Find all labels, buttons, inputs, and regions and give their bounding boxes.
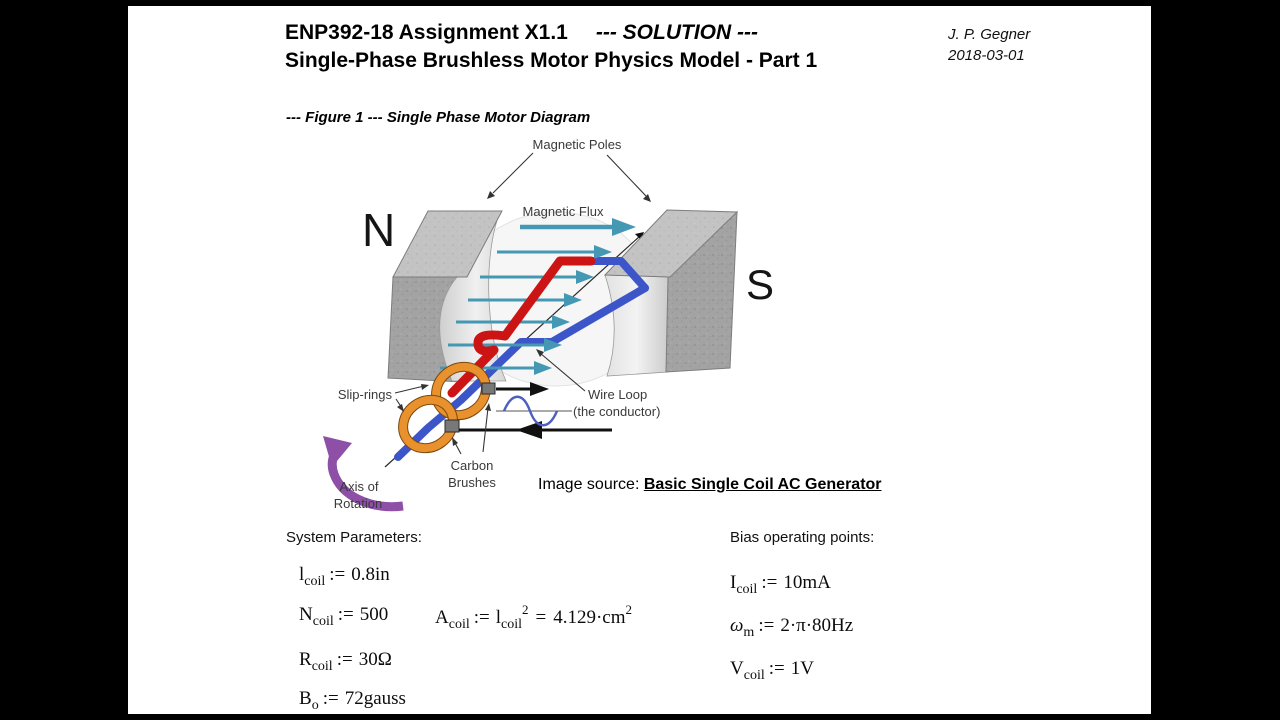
image-source-prefix: Image source: [538,476,644,493]
assignment-title: ENP392-18 Assignment X1.1 [285,21,568,44]
author-name: J. P. Gegner [948,26,1031,43]
magnetic-poles-label: Magnetic Poles [533,137,622,152]
current-arrow-bottom [459,421,612,439]
title-block: ENP392-18 Assignment X1.1 --- SOLUTION --… [285,19,817,75]
assignment-subtitle: Single-Phase Brushless Motor Physics Mod… [285,49,818,72]
rotation-arrow [323,436,404,512]
bias-icoil: Icoil:=10mA [730,572,831,597]
axis-of-rotation-label-line2: Rotation [334,496,382,511]
bias-omega: ωm:=2·π·80Hz [730,615,854,640]
solution-tag: --- SOLUTION --- [595,21,758,44]
wire-loop-label-line1: Wire Loop [588,387,647,402]
figure-caption: --- Figure 1 --- Single Phase Motor Diag… [286,109,591,126]
slip-rings-label: Slip-rings [338,387,393,402]
label-leader-arrows [394,152,651,455]
document-page: ENP392-18 Assignment X1.1 --- SOLUTION --… [128,6,1151,714]
param-acoil: Acoil:=lcoil2=4.129·cm2 [435,602,633,632]
wire-loop-label-line2: (the conductor) [573,404,660,419]
magnetic-flux-label: Magnetic Flux [523,204,604,219]
slip-ring-bottom [398,394,458,454]
system-parameters-heading: System Parameters: [286,529,422,546]
north-pole-label: N [362,204,395,256]
axis-of-rotation-label-line1: Axis of [339,479,378,494]
bias-points-heading: Bias operating points: [730,529,875,546]
carbon-brush-bottom [444,419,460,433]
motor-diagram: N S [323,137,774,512]
wire-loop-blue [394,257,649,461]
carbon-brushes-label-line2: Brushes [448,475,496,490]
author-block: J. P. Gegner 2018-03-01 [948,24,1030,66]
carbon-brush-top [481,382,496,395]
param-lcoil: lcoil:=0.8in [299,564,390,589]
magnetic-flux-arrows [440,218,636,375]
carbon-brushes-label-line1: Carbon [451,458,494,473]
south-pole-label: S [746,261,774,308]
image-source-link[interactable]: Basic Single Coil AC Generator [643,476,882,493]
wire-loop-red [447,256,596,398]
param-ncoil: Ncoil:=500 [299,604,389,629]
param-rcoil: Rcoil:=30Ω [299,649,392,674]
bias-vcoil: Vcoil:=1V [730,658,814,683]
param-bo: Bo:=72gauss [299,688,406,713]
current-arrow-top [496,382,549,396]
ac-sine-wave [496,395,572,427]
image-source-line: Image source: Basic Single Coil AC Gener… [538,476,882,494]
document-date: 2018-03-01 [948,47,1025,64]
right-magnet-pole [603,209,739,377]
